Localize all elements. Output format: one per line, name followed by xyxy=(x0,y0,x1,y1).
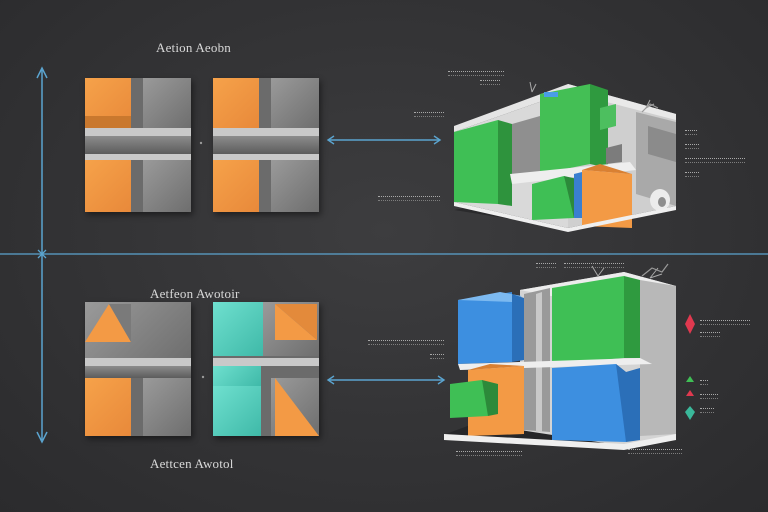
annotation-line xyxy=(700,320,750,325)
annotation-line xyxy=(480,80,500,85)
cross-marker-icon xyxy=(37,249,47,259)
annotation-line xyxy=(700,394,718,399)
annotation-line xyxy=(685,172,699,177)
middle-title: Aetfeon Awotoir xyxy=(150,286,240,301)
top-building-model xyxy=(454,81,678,232)
top-title: Aetion Aeobn xyxy=(156,40,231,55)
bottom-title: Aettcen Awotol xyxy=(150,456,234,471)
annotation-line xyxy=(564,263,624,268)
annotation-line xyxy=(414,112,444,117)
pointer-arrow-icon xyxy=(641,263,669,277)
bottom-left-panel xyxy=(85,302,191,436)
annotation-line xyxy=(685,144,699,149)
annotation-line xyxy=(700,408,714,413)
diamond-marker-icon xyxy=(685,314,695,420)
annotation-line xyxy=(448,71,504,76)
annotation-line xyxy=(430,354,444,359)
pointer-arrow-icon xyxy=(641,103,659,113)
annotation-line xyxy=(368,340,444,345)
annotation-line xyxy=(685,158,745,163)
annotation-line xyxy=(685,130,697,135)
horizontal-arrow-icon xyxy=(326,135,442,145)
bottom-right-panel xyxy=(213,302,319,436)
bottom-building-model xyxy=(444,265,676,450)
annotation-line xyxy=(536,263,556,268)
annotation-line xyxy=(700,380,708,385)
annotation-line xyxy=(456,451,522,456)
annotation-line xyxy=(378,196,440,201)
annotation-line xyxy=(628,449,682,454)
top-right-panel xyxy=(213,78,319,212)
top-left-panel xyxy=(85,78,191,212)
horizontal-arrow-icon xyxy=(326,375,446,385)
vertical-arrow-icon xyxy=(36,66,48,444)
annotation-line xyxy=(700,332,720,337)
